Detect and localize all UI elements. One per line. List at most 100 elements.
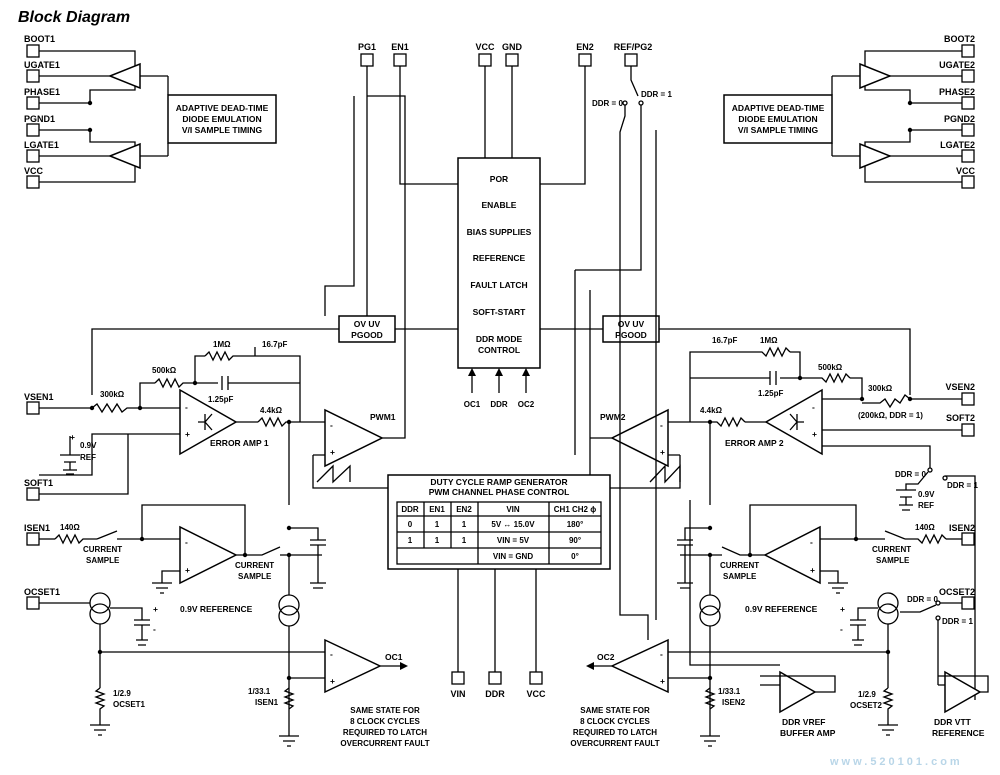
svg-text:+: + [70,432,75,442]
latch-right-3: REQUIRED TO LATCH [573,728,657,737]
error-amp-2 [764,388,823,456]
label-cs-left-3: CURRENT [235,561,274,570]
svg-text:+: + [660,676,665,686]
svg-text:+: + [330,676,335,686]
deadtime-right-line1: ADAPTIVE DEAD-TIME [732,103,825,113]
label-c167-left: 16.7pF [262,340,287,349]
diagram-title: Block Diagram [18,9,130,26]
ddr-vref-buffer-amp [779,670,817,714]
label-isen1: ISEN1 [24,523,50,533]
pin-refpg2 [624,53,638,67]
deadtime-right-line2: DIODE EMULATION [738,114,817,124]
label-ddr-bottom: DDR [485,689,505,699]
label-ocset1-pin: OCSET1 [24,587,60,597]
label-gnd-top: GND [502,42,523,52]
td-0-2: 1 [462,520,467,529]
pin-ocset2 [961,596,975,610]
pin-soft2 [961,423,975,437]
pin-vcc-top [478,53,492,67]
vtt-ref-2: REFERENCE [932,728,985,738]
svg-text:-: - [812,402,815,412]
ovuv-left-line1: OV UV [354,319,381,329]
label-vcc-bottom: VCC [526,689,546,699]
svg-text:+: + [810,565,815,575]
latch-right-1: SAME STATE FOR [580,706,650,715]
label-oc2: OC2 [597,652,615,662]
svg-text:-: - [185,402,188,412]
pin-ugate1 [26,69,40,83]
svg-text:-: - [660,420,663,430]
pin-vcc-bottom [529,671,543,685]
td-1-1: 1 [435,536,440,545]
current-amp-1 [179,525,238,585]
ctrl-por: POR [490,174,508,184]
ctrl-soft-start: SOFT-START [473,307,527,317]
label-div29-right: 1/2.9 [858,690,876,699]
label-div29-left: 1/2.9 [113,689,131,698]
label-r500k-right: 500kΩ [818,363,843,372]
latch-left-3: REQUIRED TO LATCH [343,728,427,737]
td-0-1: 1 [435,520,440,529]
label-div331-left: 1/33.1 [248,687,271,696]
pin-pgnd1 [26,123,40,137]
label-isen2-div: ISEN2 [722,698,746,707]
label-en2: EN2 [576,42,594,52]
pin-isen2 [961,532,975,546]
td-2-3: VIN = GND [493,552,533,561]
svg-text:-: - [185,537,188,547]
latch-right-2: 8 CLOCK CYCLES [580,717,650,726]
label-phase1: PHASE1 [24,87,60,97]
label-vsen1: VSEN1 [24,392,54,402]
ovuv-pgood-right [602,315,660,343]
pin-vsen2 [961,392,975,406]
pin-vcc-right [961,175,975,189]
label-c125-right: 1.25pF [758,389,783,398]
th-en2: EN2 [456,505,472,514]
label-ref09-left: 0.9V REFERENCE [180,604,253,614]
svg-text:+: + [185,429,190,439]
pin-lgate1 [26,149,40,163]
label-ddr0-top: DDR = 0 [592,99,623,108]
pin-vin-bottom [451,671,465,685]
label-pgnd2: PGND2 [944,114,975,124]
th-phase: CH1 CH2 ϕ [554,505,596,514]
ctrl-fault-latch: FAULT LATCH [470,280,527,290]
upper-gate-driver-2 [859,62,893,90]
ramp-generator-block [387,474,611,570]
label-div331-right: 1/33.1 [718,687,741,696]
label-vcc-left: VCC [24,166,44,176]
ovuv-left-line2: PGOOD [351,330,383,340]
label-ddr0-mid: DDR = 0 [895,470,926,479]
svg-text:+: + [153,604,158,614]
pin-boot1 [26,44,40,58]
label-boot2: BOOT2 [944,34,975,44]
ovuv-right-line1: OV UV [618,319,645,329]
label-ref-left: REF [80,453,96,462]
left-gate-driver: BOOT1 UGATE1 PHASE1 PGND1 LGATE1 VCC [24,34,168,189]
svg-text:-: - [153,624,156,634]
pin-pgnd2 [961,123,975,137]
ovuv-right-line2: PGOOD [615,330,647,340]
pwm2-comparator [610,408,669,468]
svg-text:+: + [660,447,665,457]
label-cs-right-4: SAMPLE [723,572,757,581]
svg-text:-: - [660,649,663,659]
latch-right-4: OVERCURRENT FAULT [570,739,659,748]
label-c125-left: 1.25pF [208,395,233,404]
label-r500k-left: 500kΩ [152,366,177,375]
label-ddr1-oc: DDR = 1 [942,617,973,626]
label-cs-right-3: CURRENT [720,561,759,570]
label-r140-right: 140Ω [915,523,935,532]
deadtime-block-right [723,94,833,144]
label-error-amp-1: ERROR AMP 1 [210,438,269,448]
th-en1: EN1 [429,505,445,514]
label-vin-bottom: VIN [450,689,465,699]
pin-soft1 [26,487,40,501]
pin-vcc-left [26,175,40,189]
pin-gnd-top [505,53,519,67]
current-amp-2 [763,525,821,585]
svg-text:-: - [840,624,843,634]
deadtime-left-line1: ADAPTIVE DEAD-TIME [176,103,269,113]
label-pg1: PG1 [358,42,376,52]
